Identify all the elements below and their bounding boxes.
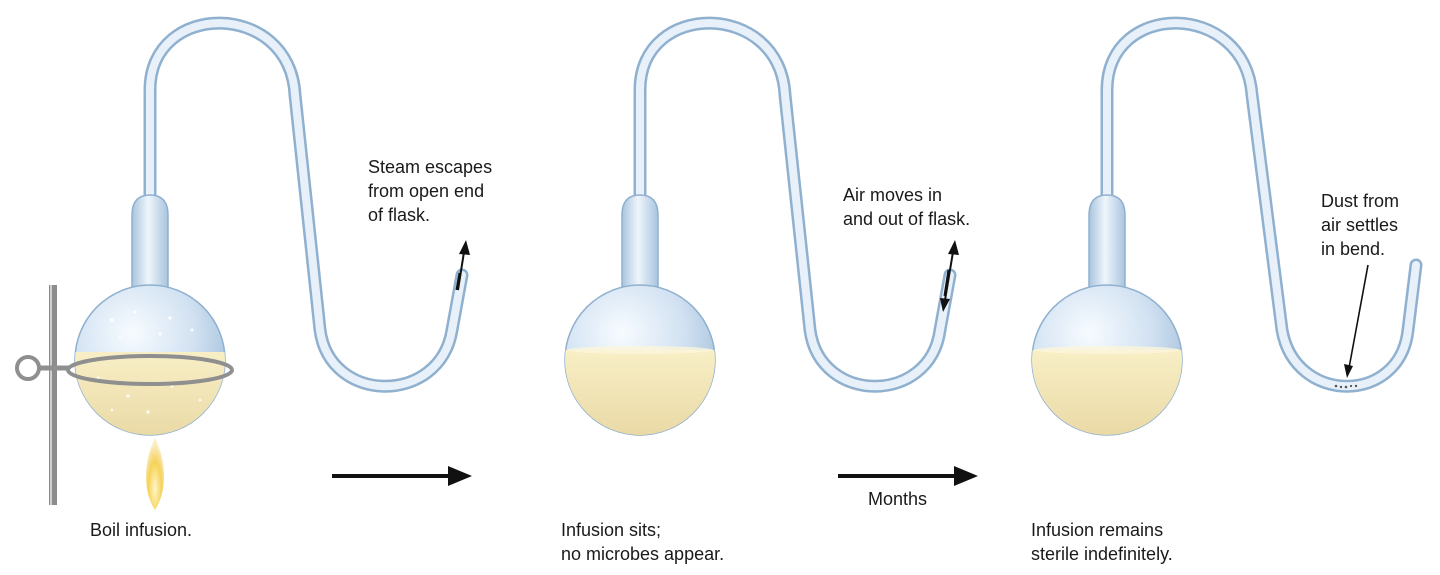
dust-note: Dust from air settles in bend. <box>1321 189 1399 261</box>
caption-line: Infusion remains <box>1031 520 1164 540</box>
flask-neck <box>131 194 169 293</box>
stage-2-caption: Infusion sits; no microbes appear. <box>561 518 724 566</box>
note-line: Air moves in <box>843 185 943 205</box>
dust-pointer-line <box>1348 264 1369 369</box>
note-line: in bend. <box>1321 239 1386 259</box>
sterile-infusion <box>1032 350 1182 435</box>
stage-3-caption: Infusion remains sterile indefinitely. <box>1031 518 1173 566</box>
steam-note: Steam escapes from open end of flask. <box>368 155 492 227</box>
air-note: Air moves in and out of flask. <box>843 183 970 231</box>
stage-2 <box>564 16 959 436</box>
stage-1-caption: Boil infusion. <box>90 518 192 542</box>
dust-deposit <box>1334 384 1358 389</box>
process-arrow-2 <box>838 466 978 486</box>
caption-line: no microbes appear. <box>561 544 725 564</box>
steam-bubbles <box>96 310 202 414</box>
clamp-screw <box>15 355 41 381</box>
caption-line: Boil infusion. <box>90 520 193 540</box>
boiling-infusion <box>75 352 225 435</box>
flame-icon <box>145 438 165 510</box>
process-arrow-1 <box>332 466 472 486</box>
flask-neck <box>621 194 659 293</box>
note-line: air settles <box>1321 215 1399 235</box>
caption-line: Infusion sits; <box>561 520 662 540</box>
note-line: of flask. <box>368 205 431 225</box>
arrow-2-label: Months <box>868 489 928 509</box>
note-line: Dust from <box>1321 191 1400 211</box>
note-line: Steam escapes <box>368 157 493 177</box>
stage-1 <box>15 16 470 510</box>
stage-3 <box>1031 16 1423 436</box>
flask-neck <box>1088 194 1126 293</box>
note-line: from open end <box>368 181 485 201</box>
note-line: and out of flask. <box>843 209 971 229</box>
caption-line: sterile indefinitely. <box>1031 544 1173 564</box>
infusion <box>565 350 715 435</box>
